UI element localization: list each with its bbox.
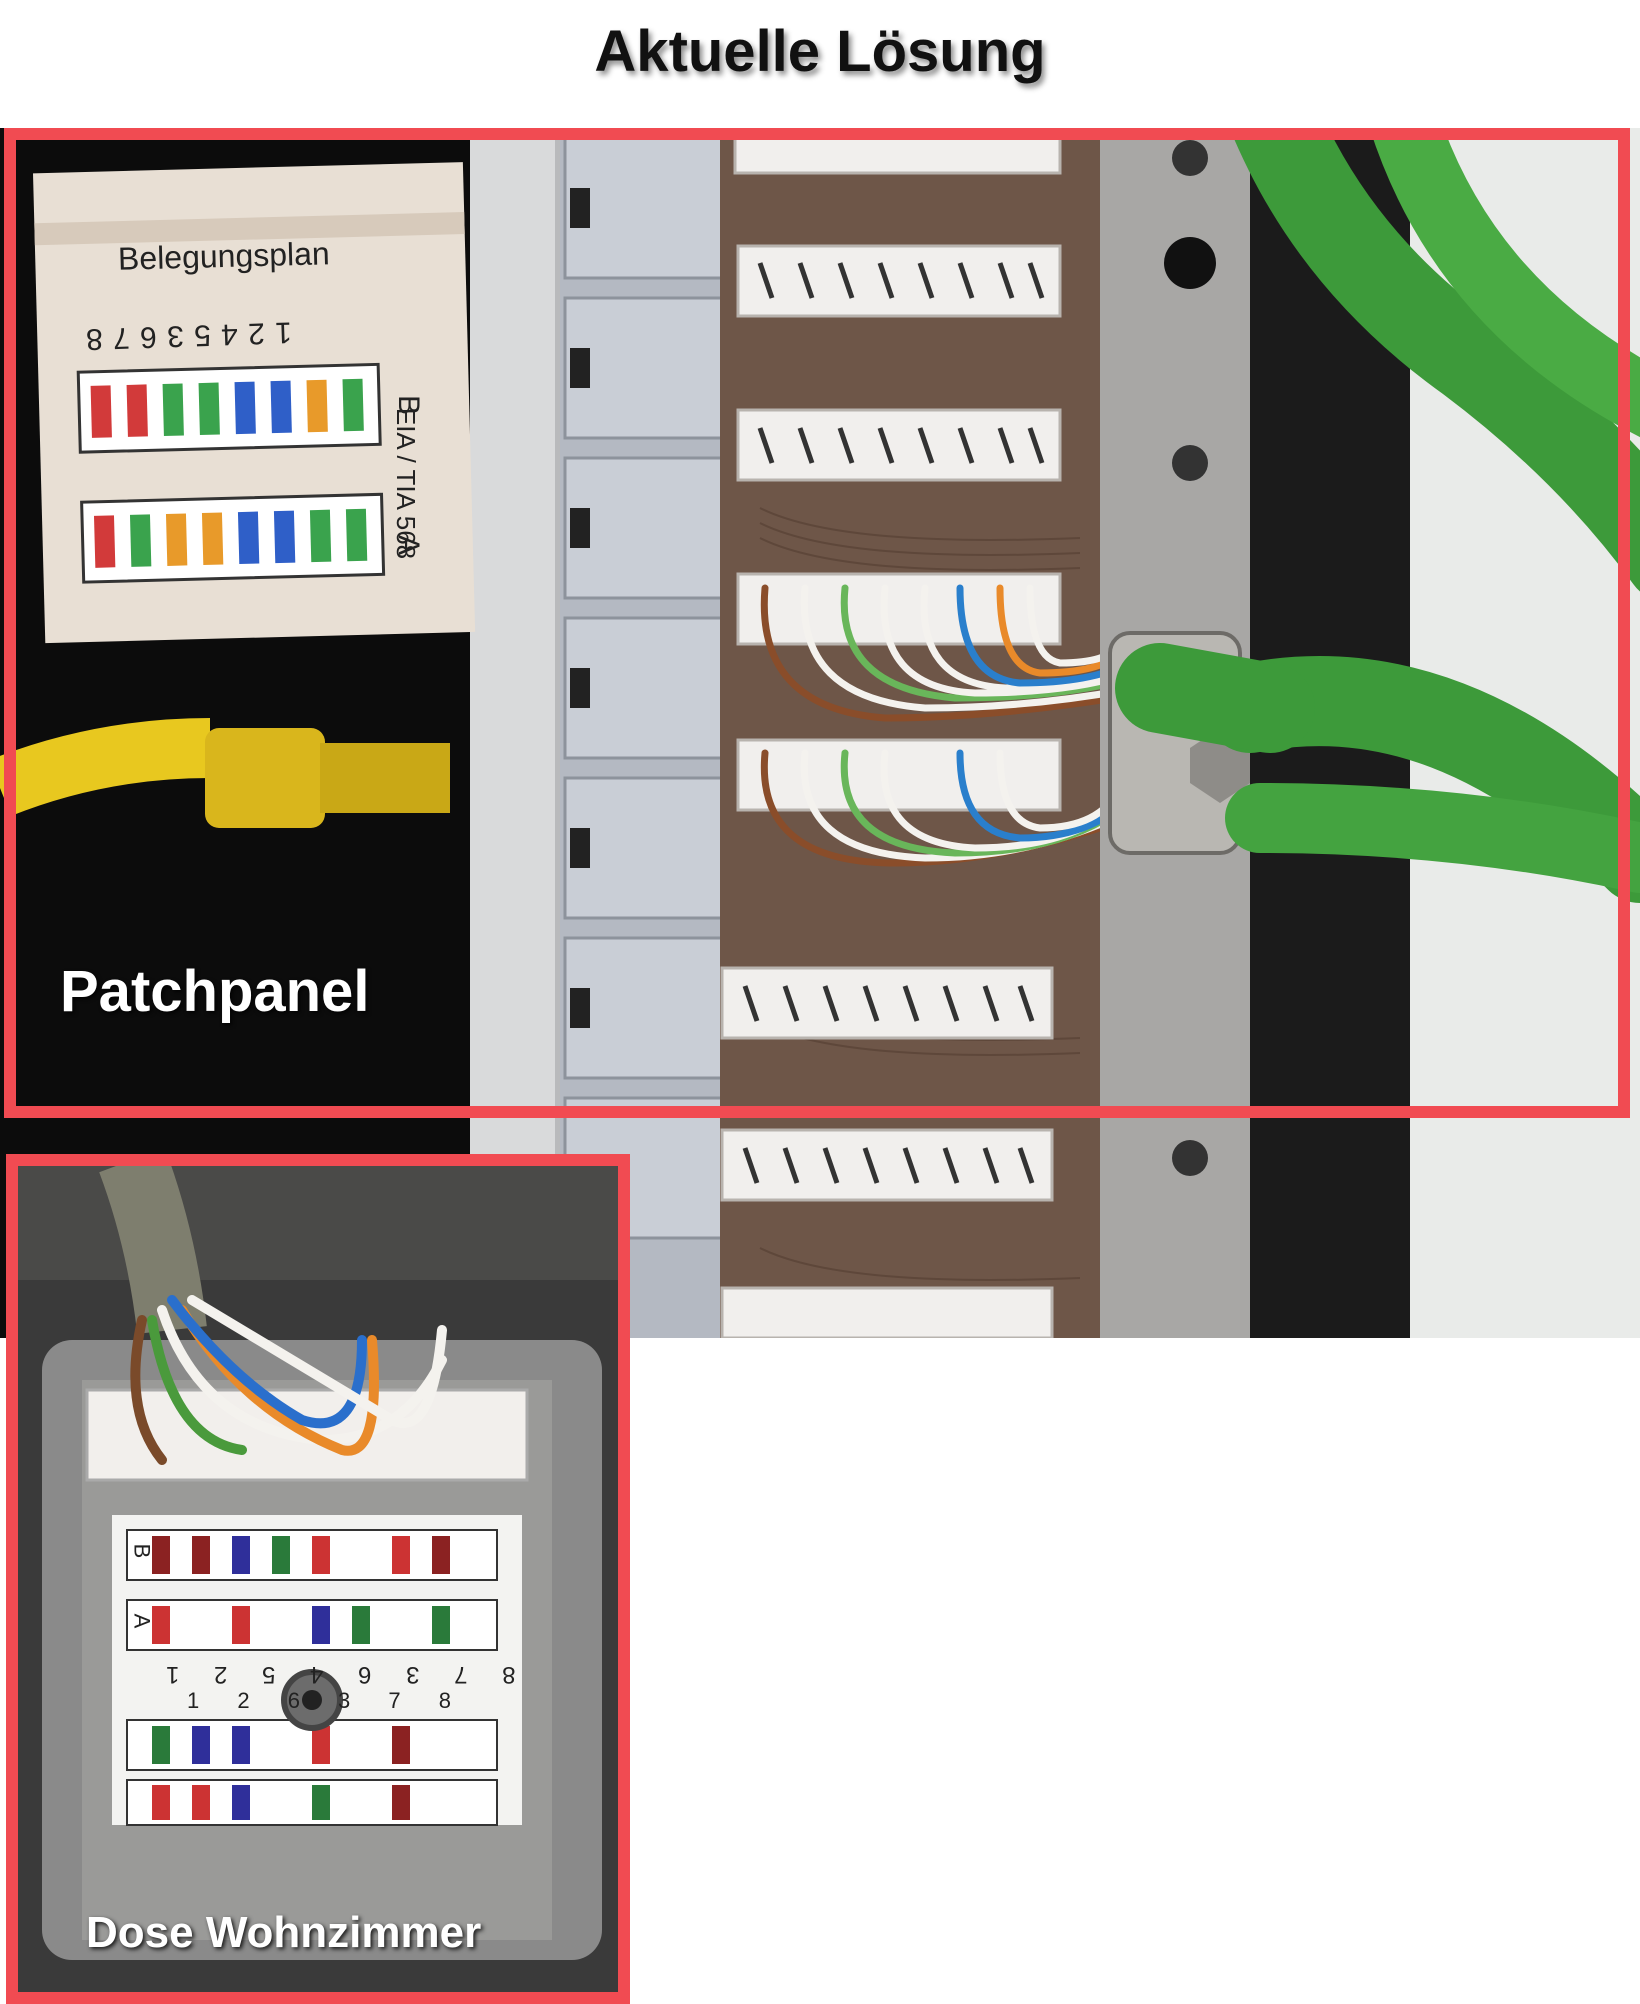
patch-panel-highlight-frame: [4, 128, 1630, 1118]
patch-panel-label: Patchpanel: [60, 959, 370, 1024]
wall-socket-photo: B A 8 7 3 6 4 5 2 1 1 2 6 3 7 8: [12, 1160, 622, 2000]
page-title: Aktuelle Lösung: [594, 19, 1046, 84]
socket-label: Dose Wohnzimmer: [86, 1908, 482, 1957]
socket-highlight-frame: [6, 1154, 630, 2004]
patch-panel-photo: Belegungsplan 1 2 4 5 3 6 7 8 EIA / TIA …: [0, 128, 1640, 1338]
socket-numbers-bottom: 1 2 6 3 7 8: [187, 1688, 467, 1713]
